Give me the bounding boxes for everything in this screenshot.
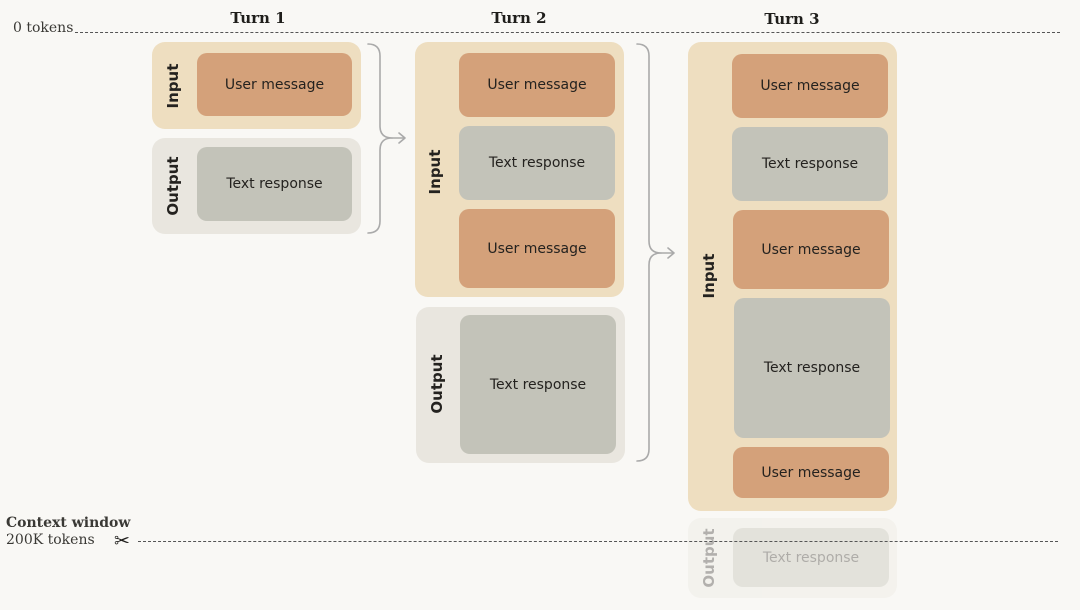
- turn-1-title: Turn 1: [230, 9, 286, 27]
- turn-1-user-message: User message: [197, 53, 352, 116]
- turn-3-text-response-1: Text response: [732, 127, 888, 201]
- turn-2-user-message-2: User message: [459, 209, 615, 288]
- turn-2-title: Turn 2: [491, 9, 547, 27]
- turn-3-user-message-1: User message: [732, 54, 888, 118]
- turn-2-text-response-output: Text response: [460, 315, 616, 454]
- turn-2-arrow: [660, 247, 675, 259]
- top-token-line: [75, 32, 1060, 33]
- turn-3-user-message-3: User message: [733, 447, 889, 498]
- context-window-limit: 200K tokens: [6, 532, 95, 548]
- context-window-line: [138, 541, 1058, 542]
- scissors-icon: ✂: [114, 530, 130, 552]
- turn-3-title: Turn 3: [764, 10, 820, 28]
- turn-2-bracket: [636, 43, 662, 462]
- turn-1-text-response: Text response: [197, 147, 352, 221]
- turn-1-bracket: [367, 43, 393, 234]
- turn-1-arrow: [391, 132, 406, 144]
- turn-2-text-response-1: Text response: [459, 126, 615, 200]
- turn-3-user-message-2: User message: [733, 210, 889, 289]
- context-window-title: Context window: [6, 515, 131, 531]
- turn-2-user-message-1: User message: [459, 53, 615, 117]
- turn-3-output-group: Output: [688, 518, 897, 598]
- turn-3-text-response-2: Text response: [734, 298, 890, 438]
- zero-tokens-label: 0 tokens: [13, 20, 74, 36]
- turn-3-text-response-output: Text response: [733, 528, 889, 587]
